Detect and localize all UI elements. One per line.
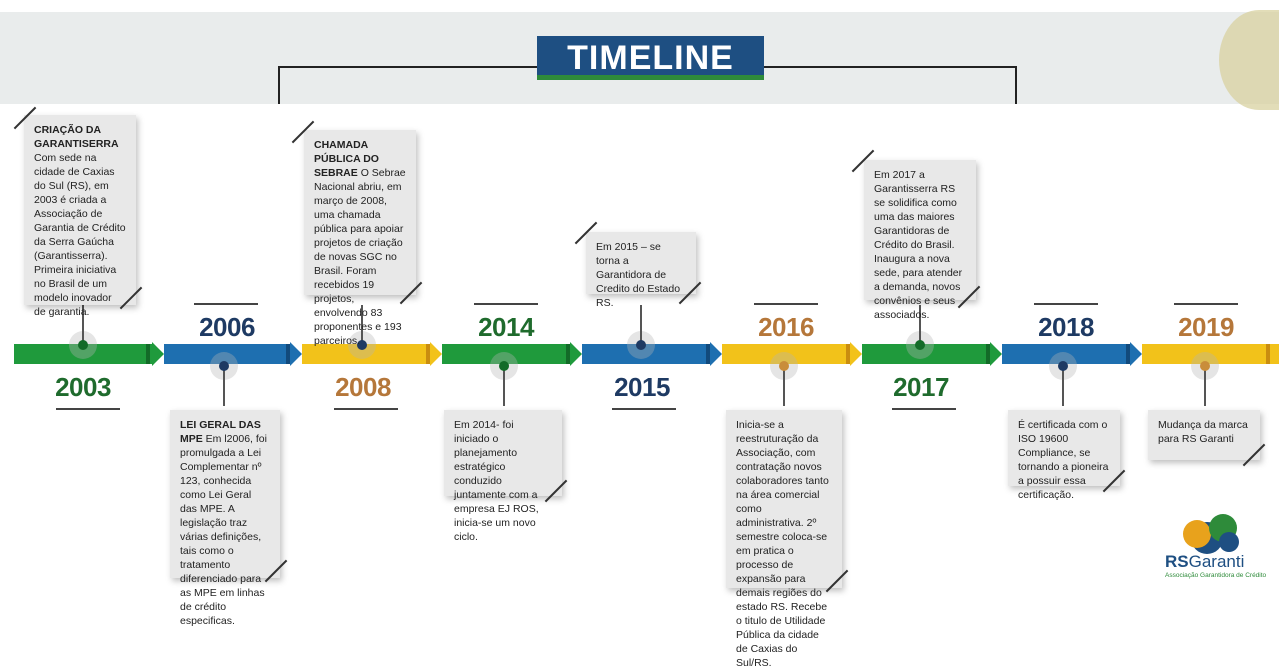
event-heading: LEI GERAL DAS MPE bbox=[180, 419, 261, 445]
segment-arrow bbox=[152, 342, 164, 366]
year-2015: 2015 bbox=[614, 372, 670, 402]
segment-green-1 bbox=[14, 344, 154, 364]
page-title: TIMELINE bbox=[537, 36, 764, 80]
top-margin bbox=[0, 0, 1279, 12]
event-card-2017: Em 2017 a Garantisserra RS se solidifica… bbox=[864, 160, 976, 321]
event-card-2018: É certificada com o ISO 19600 Compliance… bbox=[1008, 410, 1120, 501]
logo-name-rest: Garanti bbox=[1188, 552, 1245, 571]
segment-arrow bbox=[990, 342, 1002, 366]
event-text: O Sebrae Nacional abriu, em março de 200… bbox=[314, 167, 406, 347]
segment-green-2 bbox=[442, 344, 572, 364]
milestone-stem-2015 bbox=[640, 305, 642, 345]
segment-mark bbox=[566, 344, 570, 364]
milestone-stem-2014 bbox=[503, 364, 505, 406]
rs-garanti-logo: RSGaranti Associação Garantidora de Créd… bbox=[1165, 512, 1275, 582]
segment-arrow bbox=[1130, 342, 1142, 366]
year-rule bbox=[1034, 303, 1098, 305]
event-text: É certificada com o ISO 19600 Compliance… bbox=[1018, 419, 1109, 501]
event-card-2006: LEI GERAL DAS MPE Em l2006, foi promulga… bbox=[170, 410, 280, 627]
segment-green-3 bbox=[862, 344, 992, 364]
year-2003: 2003 bbox=[55, 372, 111, 402]
milestone-dot-2019 bbox=[1200, 361, 1210, 371]
segment-mark bbox=[1266, 344, 1270, 364]
event-heading: CRIAÇÃO DA GARANTISERRA bbox=[34, 124, 119, 150]
milestone-dot-2016 bbox=[779, 361, 789, 371]
logo-globe-icon bbox=[1183, 514, 1239, 554]
segment-blue-2 bbox=[582, 344, 712, 364]
segment-arrow bbox=[570, 342, 582, 366]
milestone-dot-2006 bbox=[219, 361, 229, 371]
segment-arrow bbox=[430, 342, 442, 366]
segment-blue-3 bbox=[1002, 344, 1132, 364]
year-2006: 2006 bbox=[199, 312, 255, 342]
year-2008: 2008 bbox=[335, 372, 391, 402]
milestone-stem-2008 bbox=[361, 305, 363, 345]
logo-name-bold: RS bbox=[1165, 552, 1189, 571]
milestone-stem-2006 bbox=[223, 364, 225, 406]
segment-mark bbox=[706, 344, 710, 364]
event-card-2016: Inicia-se a reestruturação da Associação… bbox=[726, 410, 842, 669]
milestone-dot-2014 bbox=[499, 361, 509, 371]
segment-yellow-2 bbox=[722, 344, 852, 364]
event-text: Em 2017 a Garantisserra RS se solidifica… bbox=[874, 169, 963, 321]
segment-yellow-3 bbox=[1142, 344, 1279, 364]
event-text: Em 2015 – se torna a Garantidora de Cred… bbox=[596, 241, 681, 309]
segment-yellow-1 bbox=[302, 344, 432, 364]
year-2018: 2018 bbox=[1038, 312, 1094, 342]
year-2019: 2019 bbox=[1178, 312, 1234, 342]
logo-name: RSGaranti bbox=[1165, 552, 1244, 572]
milestone-stem-2018 bbox=[1062, 364, 1064, 406]
decorative-leaf bbox=[1219, 10, 1279, 110]
event-card-2014: Em 2014- foi iniciado o planejamento est… bbox=[444, 410, 562, 543]
event-text: Com sede na cidade de Caxias do Sul (RS)… bbox=[34, 152, 126, 318]
milestone-dot-2017 bbox=[915, 340, 925, 350]
milestone-dot-2008 bbox=[357, 340, 367, 350]
segment-arrow bbox=[290, 342, 302, 366]
event-heading: CHAMADA PÚBLICA DO SEBRAE bbox=[314, 139, 379, 179]
milestone-stem-2017 bbox=[919, 305, 921, 345]
year-rule bbox=[334, 408, 398, 410]
event-text: Inicia-se a reestruturação da Associação… bbox=[736, 419, 829, 669]
year-rule bbox=[1174, 303, 1238, 305]
event-card-2003: CRIAÇÃO DA GARANTISERRA Com sede na cida… bbox=[24, 115, 136, 318]
milestone-stem-2003 bbox=[82, 305, 84, 345]
segment-arrow bbox=[850, 342, 862, 366]
segment-mark bbox=[426, 344, 430, 364]
logo-subtitle: Associação Garantidora de Crédito bbox=[1165, 572, 1267, 579]
milestone-dot-2015 bbox=[636, 340, 646, 350]
segment-mark bbox=[286, 344, 290, 364]
year-rule bbox=[56, 408, 120, 410]
year-rule bbox=[612, 408, 676, 410]
segment-mark bbox=[846, 344, 850, 364]
segment-mark bbox=[146, 344, 150, 364]
year-rule bbox=[474, 303, 538, 305]
year-rule bbox=[754, 303, 818, 305]
event-card-2015: Em 2015 – se torna a Garantidora de Cred… bbox=[586, 232, 696, 309]
milestone-stem-2019 bbox=[1204, 364, 1206, 406]
year-2017: 2017 bbox=[893, 372, 949, 402]
segment-mark bbox=[1126, 344, 1130, 364]
year-rule bbox=[892, 408, 956, 410]
year-rule bbox=[194, 303, 258, 305]
segment-arrow bbox=[710, 342, 722, 366]
milestone-dot-2018 bbox=[1058, 361, 1068, 371]
event-text: Em 2014- foi iniciado o planejamento est… bbox=[454, 419, 539, 543]
event-card-2008: CHAMADA PÚBLICA DO SEBRAE O Sebrae Nacio… bbox=[304, 130, 416, 347]
segment-blue-1 bbox=[164, 344, 292, 364]
year-2014: 2014 bbox=[478, 312, 534, 342]
milestone-dot-2003 bbox=[78, 340, 88, 350]
event-text: Em l2006, foi promulgada a Lei Complemen… bbox=[180, 433, 267, 627]
event-card-2019: Mudança da marca para RS Garanti bbox=[1148, 410, 1260, 460]
year-2016: 2016 bbox=[758, 312, 814, 342]
segment-mark bbox=[986, 344, 990, 364]
milestone-stem-2016 bbox=[783, 364, 785, 406]
event-text: Mudança da marca para RS Garanti bbox=[1158, 419, 1248, 445]
